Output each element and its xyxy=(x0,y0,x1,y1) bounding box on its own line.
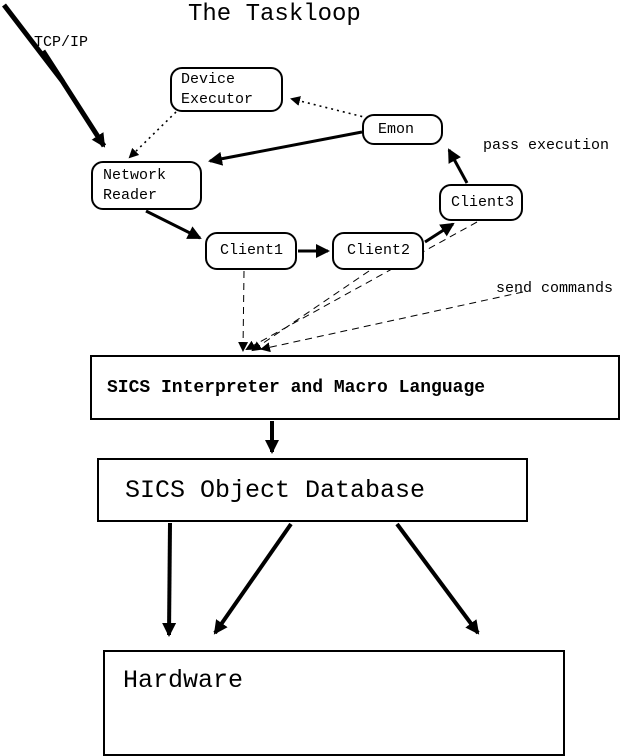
arrow-client2-to-client3 xyxy=(424,222,455,244)
arrow-database-to-hardware-middle xyxy=(213,522,293,635)
box-hardware-label: Hardware xyxy=(123,666,244,695)
send-commands-label: send commands xyxy=(496,280,614,297)
arrow-emon-to-device-executor xyxy=(290,96,369,119)
pass-execution-label: pass execution xyxy=(483,137,610,154)
node-client1-label: Client1 xyxy=(220,242,284,259)
arrow-client1-to-interpreter xyxy=(238,270,249,352)
box-hardware: Hardware xyxy=(103,650,565,756)
node-network-reader-line1: Network xyxy=(103,166,167,184)
box-sics-object-database-label: SICS Object Database xyxy=(125,475,426,505)
node-device-executor-line2: Executor xyxy=(181,90,254,108)
box-sics-interpreter: SICS Interpreter and Macro Language xyxy=(90,355,620,420)
box-sics-interpreter-label: SICS Interpreter and Macro Language xyxy=(107,377,486,398)
arrow-database-to-hardware-right xyxy=(395,522,480,635)
arrow-emon-to-network-reader xyxy=(208,130,363,166)
tcpip-label: TCP/IP xyxy=(34,34,89,51)
arrow-client3-to-interpreter xyxy=(245,221,478,350)
node-device-executor: Device Executor xyxy=(170,67,283,112)
diagram-title: The Taskloop xyxy=(188,1,361,28)
node-client1: Client1 xyxy=(205,232,297,270)
arrow-network-reader-to-client1 xyxy=(145,209,202,240)
node-client2: Client2 xyxy=(332,232,424,270)
tcpip-lightning-arrow xyxy=(2,3,107,148)
node-client3-label: Client3 xyxy=(451,193,515,211)
box-sics-object-database: SICS Object Database xyxy=(97,458,528,522)
arrow-send-commands-to-interpreter xyxy=(260,291,524,353)
node-emon: Emon xyxy=(362,114,443,145)
node-emon-label: Emon xyxy=(378,120,415,138)
arrow-database-to-hardware-left xyxy=(162,522,177,637)
node-device-executor-line1: Device xyxy=(181,70,236,88)
node-client3: Client3 xyxy=(439,184,523,221)
node-network-reader-line2: Reader xyxy=(103,186,158,204)
node-network-reader: Network Reader xyxy=(91,161,202,210)
arrow-client3-to-emon-pass-execution xyxy=(447,148,469,184)
node-client2-label: Client2 xyxy=(347,242,411,259)
arrow-device-executor-to-network-reader xyxy=(128,111,177,159)
